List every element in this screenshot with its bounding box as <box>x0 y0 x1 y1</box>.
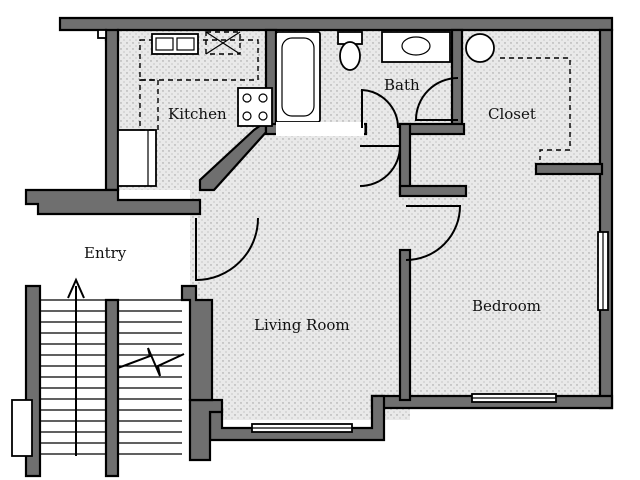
vanity <box>381 31 451 63</box>
burner-1 <box>242 93 252 103</box>
room-labels: Kitchen Bath Closet Entry Living Room Be… <box>84 76 541 334</box>
exterior-walls <box>11 16 614 478</box>
entry-label: Entry <box>84 244 127 262</box>
bath-label: Bath <box>384 76 420 94</box>
bedroom-floor <box>405 195 605 400</box>
entry-door-swing <box>195 217 259 282</box>
kitchen-wall-notch <box>97 29 107 39</box>
burner-4 <box>258 111 268 121</box>
bath-door-swing <box>361 88 400 129</box>
entry-top-wall <box>24 188 202 216</box>
kitchen-counter <box>139 39 259 81</box>
kitchen-label: Kitchen <box>168 105 227 123</box>
hall-closet-door-swing <box>359 145 402 187</box>
kitchen-left-wall <box>104 28 120 192</box>
stove <box>237 87 273 127</box>
zigzag-break-icon <box>117 347 185 377</box>
kitchen-fixtures <box>117 31 273 187</box>
living-room-label: Living Room <box>254 316 350 334</box>
bedroom-door-swing <box>405 205 462 261</box>
windows <box>97 29 609 433</box>
vanity-sink <box>401 36 431 56</box>
closet-label: Closet <box>488 105 536 123</box>
living-left-wall-upper <box>180 284 214 402</box>
stair-side-box <box>11 399 33 457</box>
bedroom-label: Bedroom <box>472 297 541 315</box>
dishwasher <box>205 31 241 55</box>
staircase <box>40 299 182 455</box>
bath-fixtures <box>275 31 495 123</box>
closet-shelf-line <box>500 57 571 160</box>
kitchen-sink <box>151 33 199 55</box>
sink-basin-left <box>155 37 174 51</box>
toilet-bowl <box>339 41 361 71</box>
dishwasher-x2 <box>205 31 241 55</box>
burner-3 <box>242 111 252 121</box>
stair-center-wall <box>104 298 120 478</box>
bathtub-inner <box>281 37 315 117</box>
living-room-floor <box>190 130 410 420</box>
bedroom-left-wall <box>398 248 412 402</box>
arrow-up-icon <box>67 277 85 456</box>
bedroom-top-wall <box>398 184 468 198</box>
closet-shelving <box>500 57 571 160</box>
right-wall <box>598 28 614 410</box>
bedroom-top-wall-right <box>534 162 604 176</box>
counter-side <box>139 79 159 131</box>
living-left-wall-lower <box>188 398 224 462</box>
bath-closet-wall <box>450 28 464 132</box>
doors <box>195 77 462 282</box>
sink-basin-right <box>176 37 195 51</box>
hall-closet-side-wall <box>398 122 412 196</box>
closet-door-swing <box>414 77 459 121</box>
refrigerator <box>117 129 157 187</box>
burner-2 <box>258 93 268 103</box>
water-heater <box>465 33 495 63</box>
